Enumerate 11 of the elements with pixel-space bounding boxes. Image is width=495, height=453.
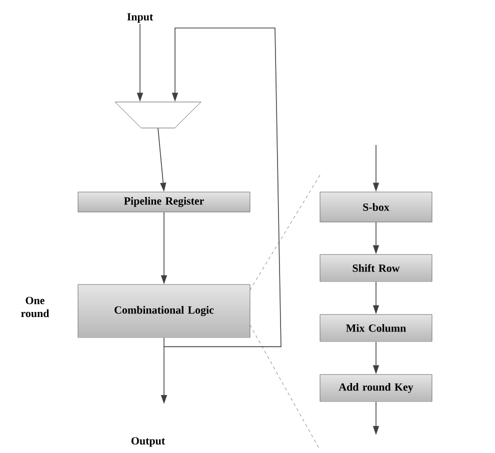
- process-box: S-box: [320, 192, 432, 222]
- process-box: Pipeline Register: [78, 192, 250, 212]
- side-label: One round: [21, 296, 50, 318]
- process-box: Add round Key: [320, 374, 432, 402]
- text-label: Input: [127, 13, 154, 23]
- arrow: [164, 28, 282, 348]
- process-box: Mix Column: [320, 314, 432, 342]
- process-box: Shift Row: [320, 254, 432, 282]
- multiplexer-shape: [114, 102, 202, 128]
- text-label: Output: [131, 437, 165, 447]
- process-box: Combinational Logic: [78, 284, 250, 338]
